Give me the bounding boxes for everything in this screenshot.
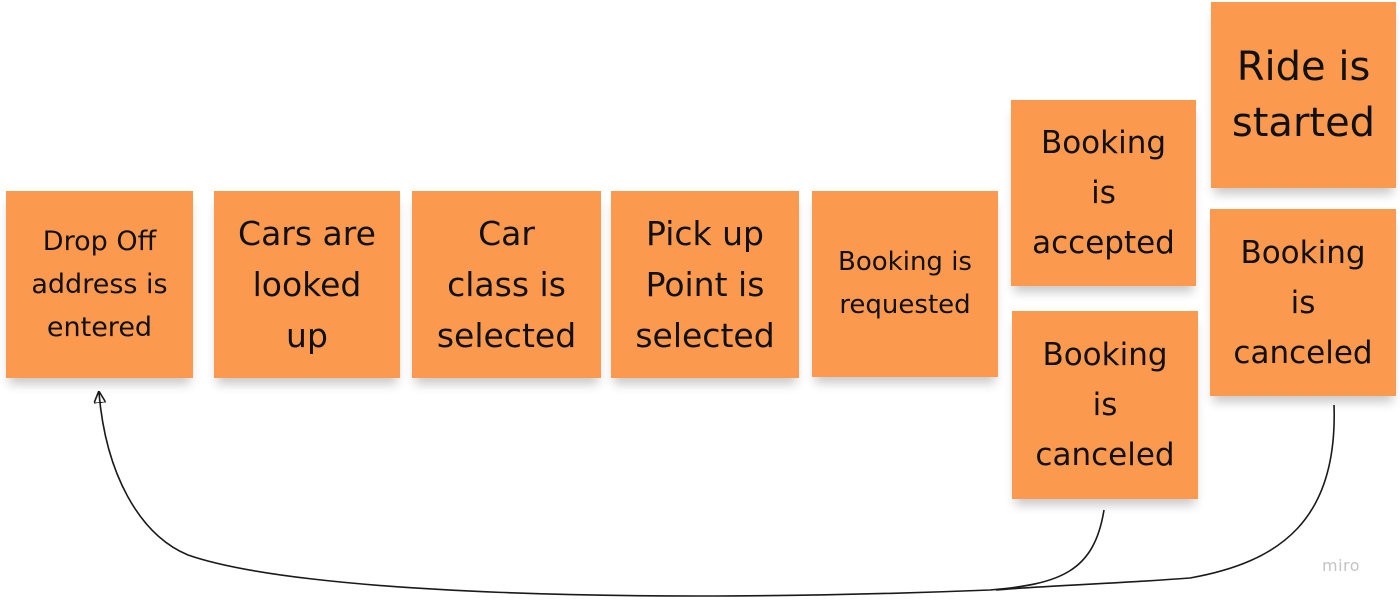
sticky-note-text: Booking is canceled	[1233, 234, 1373, 371]
sticky-note-booking-accepted[interactable]: Booking is accepted	[1011, 100, 1196, 286]
sticky-note-cars-looked-up[interactable]: Cars are looked up	[214, 191, 400, 378]
sticky-note-drop-off-address-entered[interactable]: Drop Off address is entered	[6, 191, 193, 378]
sticky-note-booking-requested[interactable]: Booking is requested	[812, 191, 998, 377]
sticky-note-pickup-point-selected[interactable]: Pick up Point is selected	[611, 191, 799, 378]
sticky-note-text: Booking is canceled	[1035, 337, 1175, 473]
sticky-note-booking-canceled[interactable]: Booking is canceled	[1210, 209, 1396, 396]
sticky-note-ride-started[interactable]: Ride is started	[1211, 2, 1396, 188]
connector-canceled-to-drop-off[interactable]	[99, 393, 1105, 597]
sticky-note-car-class-selected[interactable]: Car class is selected	[412, 191, 601, 378]
sticky-note-text: Pick up Point is selected	[635, 214, 775, 355]
sticky-note-text: Booking is accepted	[1032, 125, 1175, 261]
sticky-note-text: Drop Off address is entered	[31, 226, 168, 343]
sticky-note-text: Car class is selected	[436, 214, 577, 355]
miro-watermark: miro	[1322, 556, 1361, 575]
sticky-note-text: Cars are looked up	[238, 214, 376, 355]
sticky-note-text: Booking is requested	[838, 247, 972, 320]
sticky-note-text: Ride is started	[1231, 44, 1376, 146]
sticky-note-booking-canceled[interactable]: Booking is canceled	[1012, 311, 1198, 499]
